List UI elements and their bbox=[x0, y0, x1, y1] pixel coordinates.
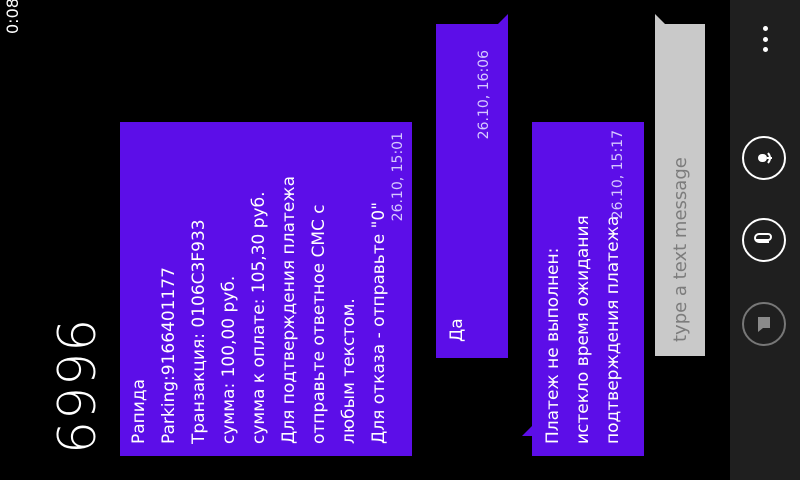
message-bubble-incoming[interactable]: Платеж не выполнен: истекло время ожидан… bbox=[532, 122, 644, 456]
send-icon bbox=[758, 317, 770, 332]
microphone-button[interactable] bbox=[742, 136, 786, 180]
message-timestamp: 26.10, 15:17 bbox=[610, 130, 626, 220]
message-text: Рапида Parking:9166401177 Транзакция: 01… bbox=[129, 175, 389, 444]
message-timestamp: 26.10, 15:01 bbox=[390, 132, 406, 222]
send-button[interactable] bbox=[742, 302, 786, 346]
conversation-frame: 0:08 6996 Рапида Parking:9166401177 Тран… bbox=[0, 0, 730, 480]
microphone-icon bbox=[758, 152, 772, 164]
more-icon[interactable] bbox=[756, 26, 774, 52]
message-input[interactable] bbox=[655, 24, 705, 356]
attach-button[interactable] bbox=[742, 218, 786, 262]
message-text: Да bbox=[447, 318, 467, 342]
contact-title: 6996 bbox=[48, 317, 108, 454]
app-bar bbox=[730, 0, 800, 480]
message-timestamp: 26.10, 16:06 bbox=[476, 50, 492, 140]
attach-icon bbox=[754, 233, 772, 243]
message-bubble-outgoing[interactable]: Да 26.10, 16:06 bbox=[436, 24, 508, 358]
message-bubble-incoming[interactable]: Рапида Parking:9166401177 Транзакция: 01… bbox=[120, 122, 412, 456]
message-composer[interactable] bbox=[655, 24, 705, 356]
status-clock: 0:08 bbox=[3, 0, 22, 34]
